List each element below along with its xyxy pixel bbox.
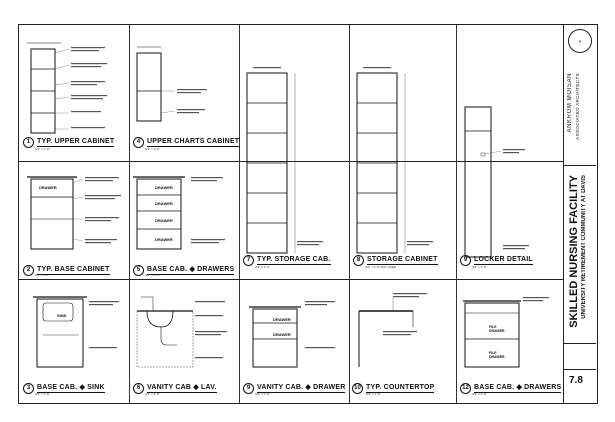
col-divider	[349, 25, 350, 279]
col-divider	[239, 25, 240, 279]
detail-scale: 3/4" = 1'-0"	[145, 147, 160, 151]
col-divider	[129, 279, 130, 403]
detail-scale: 3/4" = 1'-0"	[145, 392, 160, 396]
detail-name: TYP. STORAGE CAB.	[257, 256, 331, 265]
detail-name: TYP. BASE CABINET	[37, 266, 110, 275]
detail-number: 9	[460, 255, 471, 266]
detail-number: 5	[133, 265, 144, 276]
row-divider	[19, 161, 563, 162]
drawer-label: DRAWER	[273, 317, 291, 322]
detail-scale: 3/4" = 1'-0"	[472, 265, 487, 269]
detail-number: 9	[243, 383, 254, 394]
detail-name: BASE CAB. ◆ DRAWERS	[147, 266, 235, 275]
sink-label: SINK	[57, 313, 67, 318]
detail-title: 9 LOCKER DETAIL	[460, 255, 533, 266]
detail-scale: 3/4" = 1'-0"	[35, 273, 50, 277]
detail-scale: 3/4" = 1'-0"	[255, 265, 270, 269]
col-divider	[239, 279, 240, 403]
upper-cabinet-drawing	[27, 42, 107, 134]
project-subtitle: UNIVERSITY RETIREMENT COMMUNITY AT DAVIS	[581, 175, 587, 319]
vanity-lav-drawing	[136, 296, 227, 368]
detail-name: TYP. UPPER CABINET	[37, 138, 115, 147]
detail-name: UPPER CHARTS CABINET	[147, 138, 240, 147]
detail-name: LOCKER DETAIL	[474, 256, 533, 265]
title-block: ◉ ANKROM MOISAN ASSOCIATED ARCHITECTS SK…	[563, 25, 597, 403]
drawer-label: DRAWER	[273, 332, 291, 337]
file-drawers-drawing	[463, 297, 549, 368]
detail-title: 6 VANITY CAB ◆ LAV.	[133, 383, 217, 394]
locker-drawing	[464, 106, 529, 258]
detail-scale: 3/4" = 1'-0"	[35, 392, 50, 396]
detail-scale: 3/4" = 1'-0"	[35, 147, 50, 151]
row-divider	[19, 279, 563, 280]
vanity-drawer-drawing	[249, 301, 335, 368]
drawer-label: DRAWER	[155, 218, 173, 223]
sheet-number: 7.8	[569, 375, 583, 386]
detail-name: STORAGE CABINET	[367, 256, 438, 265]
detail-number: 10	[352, 383, 363, 394]
countertop-drawing	[358, 293, 427, 367]
col-divider	[456, 25, 457, 279]
detail-title: 1 TYP. UPPER CABINET	[23, 137, 115, 148]
detail-number: 2	[23, 265, 34, 276]
drawer-label: DRAWER	[155, 237, 173, 242]
project-name: SKILLED NURSING FACILITY	[568, 175, 580, 328]
detail-scale: 3/4" = 1'-0"	[145, 273, 160, 277]
detail-name: BASE CAB. ◆ SINK	[37, 384, 105, 393]
detail-title: 9 VANITY CAB. ◆ DRAWER	[243, 383, 346, 394]
firm-name: ANKROM MOISAN	[567, 73, 573, 133]
detail-scale: 3/4" = 1'-0"	[255, 392, 270, 396]
base-drawers-drawing	[133, 176, 225, 250]
detail-title: 12 BASE CAB. ◆ DRAWERS	[460, 383, 562, 394]
detail-title: 8 STORAGE CABINET	[353, 255, 438, 266]
detail-number: 1	[23, 137, 34, 148]
tb-divider	[564, 369, 596, 370]
storage-cabinet-2-drawing	[356, 67, 433, 254]
detail-title: 2 TYP. BASE CABINET	[23, 265, 110, 276]
detail-number: 12	[460, 383, 471, 394]
tb-divider	[564, 165, 596, 166]
detail-number: 8	[353, 255, 364, 266]
tb-divider	[564, 343, 596, 344]
base-sink-drawing	[33, 296, 119, 368]
col-divider	[456, 279, 457, 403]
storage-cabinet-drawing	[246, 67, 323, 254]
file-drawer-label: FILE DRAWER	[489, 325, 505, 333]
upper-charts-cabinet-drawing	[136, 46, 207, 122]
detail-title: 7 TYP. STORAGE CAB.	[243, 255, 331, 266]
base-cabinet-drawing	[27, 176, 121, 250]
detail-title: 5 BASE CAB. ◆ DRAWERS	[133, 265, 235, 276]
detail-name: VANITY CAB ◆ LAV.	[147, 384, 217, 393]
detail-title: 4 UPPER CHARTS CABINET	[133, 137, 240, 148]
detail-scale: 3/4" = 1'-0" NOT USED	[365, 265, 396, 269]
file-drawer-label: FILE DRAWER	[489, 351, 505, 359]
drawer-label: DRAWER	[155, 201, 173, 206]
firm-subname: ASSOCIATED ARCHITECTS	[575, 73, 580, 140]
architect-seal-icon: ◉	[568, 29, 592, 53]
drawer-label: DRAWER	[39, 185, 57, 190]
detail-number: 4	[133, 137, 144, 148]
detail-name: TYP. COUNTERTOP	[366, 384, 435, 393]
detail-area: 1 TYP. UPPER CABINET 3/4" = 1'-0" 4 UPPE…	[19, 25, 564, 403]
col-divider	[129, 25, 130, 279]
detail-name: VANITY CAB. ◆ DRAWER	[257, 384, 346, 393]
drawing-sheet: 1 TYP. UPPER CABINET 3/4" = 1'-0" 4 UPPE…	[18, 24, 598, 404]
detail-number: 3	[23, 383, 34, 394]
col-divider	[349, 279, 350, 403]
detail-title: 10 TYP. COUNTERTOP	[352, 383, 435, 394]
detail-number: 6	[133, 383, 144, 394]
detail-title: 3 BASE CAB. ◆ SINK	[23, 383, 105, 394]
detail-scale: 3/4" = 1'-0"	[366, 392, 381, 396]
detail-number: 7	[243, 255, 254, 266]
detail-scale: 3/4" = 1'-0"	[472, 392, 487, 396]
drawer-label: DRAWER	[155, 185, 173, 190]
detail-name: BASE CAB. ◆ DRAWERS	[474, 384, 562, 393]
